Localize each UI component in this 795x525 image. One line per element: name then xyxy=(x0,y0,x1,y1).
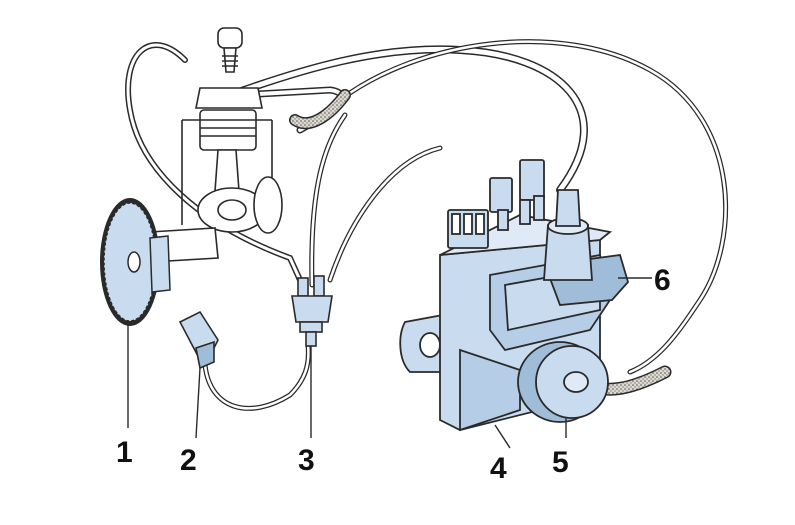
callout-4: 4 xyxy=(490,452,507,485)
engine-cylinder-icon xyxy=(149,27,283,263)
callout-labels: 1 2 3 4 5 6 xyxy=(116,264,671,485)
module-plugs xyxy=(447,159,545,249)
sensor-icon xyxy=(178,310,219,439)
toothed-wheel-icon xyxy=(100,198,171,428)
callout-1: 1 xyxy=(116,436,133,469)
callout-5: 5 xyxy=(552,446,569,479)
ignition-coil-icon xyxy=(489,189,652,352)
connector-icon xyxy=(291,275,333,438)
callout-3: 3 xyxy=(298,444,315,477)
vacuum-capsule-icon xyxy=(517,341,609,438)
callout-6: 6 xyxy=(654,264,671,297)
wiring xyxy=(125,39,729,411)
callout-2: 2 xyxy=(180,444,197,477)
wire-connector-to-module xyxy=(327,145,443,283)
